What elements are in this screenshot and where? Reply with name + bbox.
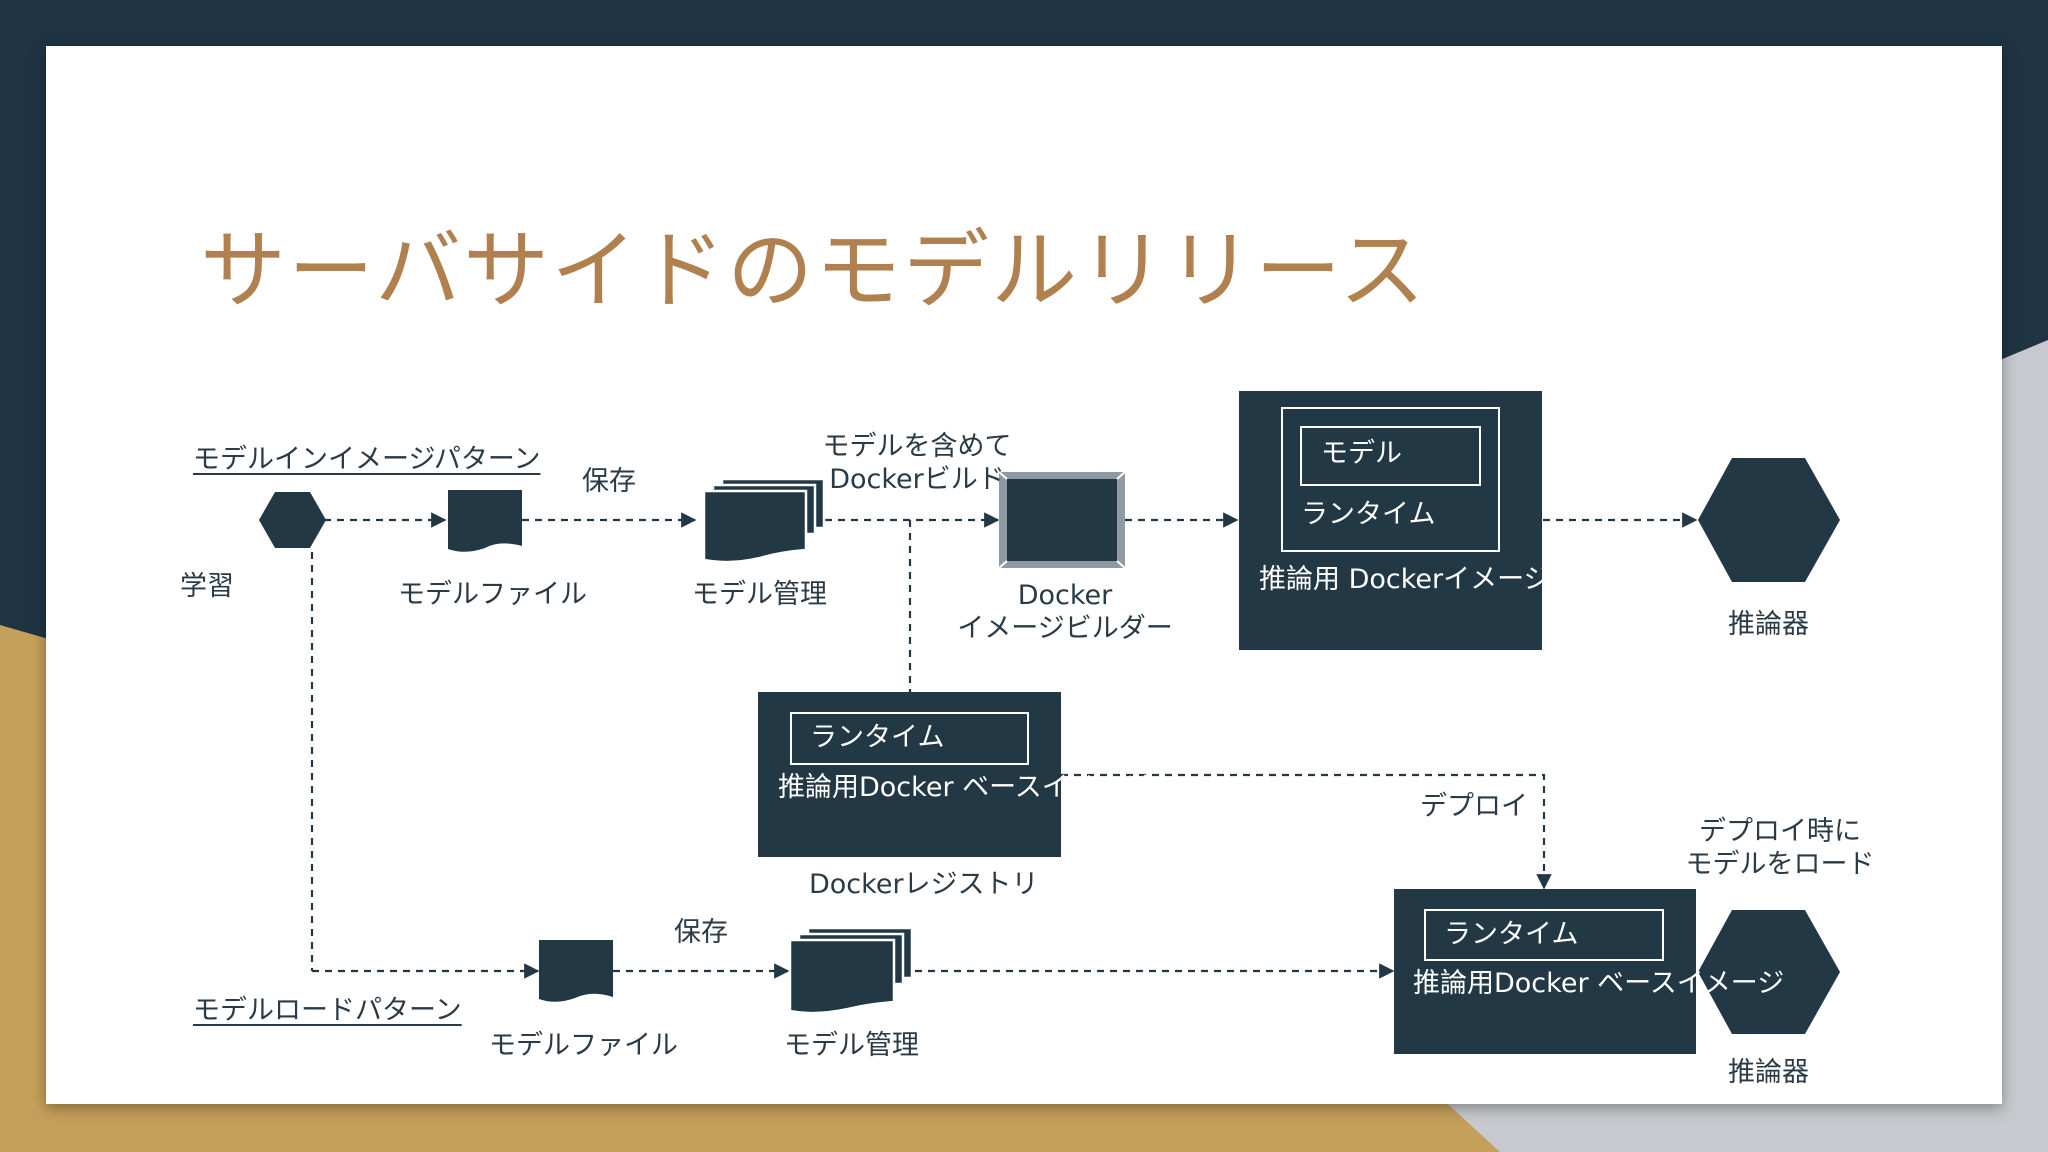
inference-label-top: 推論器 [1728, 609, 1809, 640]
runtime-text: ランタイム [1301, 499, 1436, 530]
registry-image-label: 推論用Docker ベースイメージ [778, 772, 1150, 803]
slide-title: サーバサイドのモデルリリース [200, 221, 1427, 321]
base-image-label: 推論用Docker ベースイメージ [1413, 968, 1785, 999]
model-file-icon [448, 490, 522, 552]
arrow-deploy [1061, 773, 1552, 890]
model-text: モデル [1321, 438, 1402, 469]
docker-builder-label: Docker イメージビルダー [957, 580, 1173, 644]
save-label-bottom: 保存 [674, 917, 728, 948]
base-image-box-bottom: ランタイム 推論用Docker ベースイメージ [1394, 889, 1784, 1054]
model-frame [1300, 426, 1481, 486]
inference-hexagon-top [1698, 458, 1840, 582]
inference-image-label: 推論用 Dockerイメージ [1259, 564, 1551, 595]
model-file-label-bottom: モデルファイル [489, 1030, 678, 1061]
runtime-frame [1281, 407, 1500, 552]
docker-builder-icon [998, 471, 1126, 569]
base-runtime-text: ランタイム [1444, 919, 1579, 950]
model-management-label-bottom: モデル管理 [784, 1030, 919, 1061]
registry-runtime-frame [790, 712, 1029, 765]
inference-docker-image-box: モデル ランタイム 推論用 Dockerイメージ [1239, 391, 1551, 650]
model-management-icon [702, 477, 826, 564]
registry-base-image-box: ランタイム 推論用Docker ベースイメージ [758, 692, 1149, 857]
build-note-label: モデルを含めて Dockerビルド [822, 431, 1012, 495]
model-load-pattern-label: モデルロードパターン [193, 995, 462, 1026]
model-in-image-pattern-label: モデルインイメージパターン [193, 444, 541, 475]
inference-label-bottom: 推論器 [1728, 1057, 1809, 1088]
registry-runtime-text: ランタイム [810, 722, 945, 753]
model-file-label: モデルファイル [398, 579, 587, 610]
base-runtime-frame [1424, 909, 1664, 961]
learning-label: 学習 [180, 571, 234, 602]
docker-registry-label: Dockerレジストリ [809, 869, 1039, 900]
inference-hexagon-bottom [1698, 910, 1840, 1034]
load-note-label: デプロイ時に モデルをロード [1685, 816, 1875, 880]
save-label: 保存 [582, 466, 636, 497]
model-management-label: モデル管理 [692, 579, 827, 610]
model-management-icon-bottom [788, 926, 914, 1015]
deploy-label: デプロイ [1420, 791, 1528, 822]
model-file-icon-bottom [539, 940, 613, 1002]
learning-hexagon [259, 492, 326, 548]
